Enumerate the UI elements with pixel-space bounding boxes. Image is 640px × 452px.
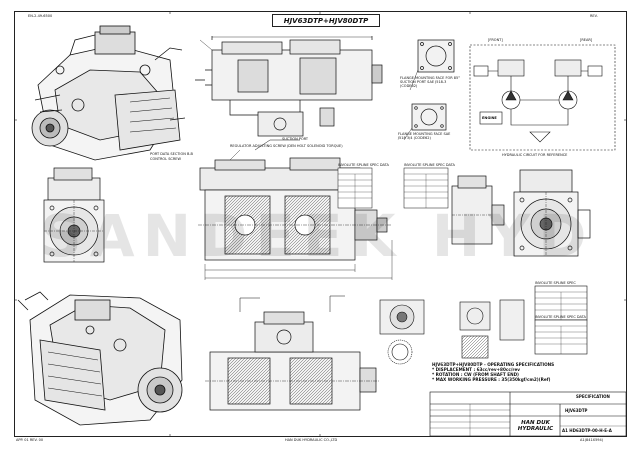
operating-specifications: HJV63DTP+HJV80DTP - OPERATING SPECIFICAT… [432, 362, 602, 382]
flange-views [411, 39, 455, 131]
spline-table-2-title: INVOLUTE SPLINE SPEC DATA [404, 163, 455, 167]
spline-tables [337, 167, 449, 209]
engine-label: ENGINE [482, 116, 497, 120]
footer-right-code: A1(841X594) [580, 438, 604, 442]
port-note-1: PORT DATA SECTION B-B [150, 152, 193, 156]
iso-view-top [31, 25, 186, 161]
hydraulic-circuit-note: HYDRAULIC CIRCUIT FOR REFERENCE [502, 153, 568, 157]
header-right-code: REV. [590, 14, 598, 18]
drawing-frame [14, 11, 627, 437]
bottom-center-view [205, 295, 380, 411]
section-views [379, 285, 588, 365]
title-block-number: A1 HD63DTP-00-H-E-A [562, 428, 612, 433]
iso-view-bottom [17, 291, 183, 426]
title-block-name: SPECIFICATION [576, 394, 610, 399]
company-line-2: HYDRAULIC [517, 426, 554, 432]
suction-port-note: SUCTION PORT [282, 137, 309, 141]
watermark-text: SANDEEK HYD [40, 202, 595, 270]
title-block-model: HJV63DTP [565, 408, 588, 413]
center-side-view [198, 139, 393, 280]
footer-left-code: APP. 01 REV. 00 [16, 438, 44, 442]
port-note-2: CONTROL SCREW [150, 157, 181, 161]
regulator-note: REGULATOR ADJUSTING SCREW (DEN HOLT SOLE… [230, 144, 343, 148]
title-block [429, 391, 627, 437]
right-end-view [513, 169, 591, 257]
spec-pressure: * MAX WORKING PRESSURE : 35(350kgf/cm2)(… [432, 377, 551, 382]
top-center-view [195, 36, 383, 137]
rear-label: [REAR] [580, 38, 593, 42]
front-label: [FRONT] [488, 38, 503, 42]
flange-front-note: FLANGE MOUNTING FACE FOR 85° SUCTION POR… [400, 76, 460, 88]
spec-displacement: * DISPLACEMENT : 63cc/rev+80cc/rev [432, 367, 521, 372]
spec-rotation: * ROTATION : CW (FROM SHAFT END) [432, 372, 519, 377]
flange-rear-note: FLANGE MOUNTING FACE SAE J518 3/4 (CODE6… [398, 132, 451, 140]
header-left-code: EN-2-49-6500 [28, 14, 53, 18]
footer-company: HAN DUK HYDRAULIC CO.,LTD [285, 438, 338, 442]
drawing-title: HJV63DTP+HJV80DTP [272, 14, 380, 27]
left-end-view [43, 167, 105, 263]
spline-table-3-title: INVOLUTE SPLINE SPEC [535, 281, 576, 285]
spline-table-4-title: INVOLUTE SPLINE SPEC DATA [535, 315, 586, 319]
spec-title: HJV63DTP+HJV80DTP - OPERATING SPECIFICAT… [432, 362, 555, 367]
hydraulic-circuit [469, 44, 616, 151]
company-name: HAN DUK HYDRAULIC [513, 420, 558, 432]
middle-right-side-view [451, 175, 505, 245]
company-line-1: HAN DUK [521, 420, 550, 426]
spline-table-1-title: INVOLUTE SPLINE SPEC DATA [338, 163, 389, 167]
